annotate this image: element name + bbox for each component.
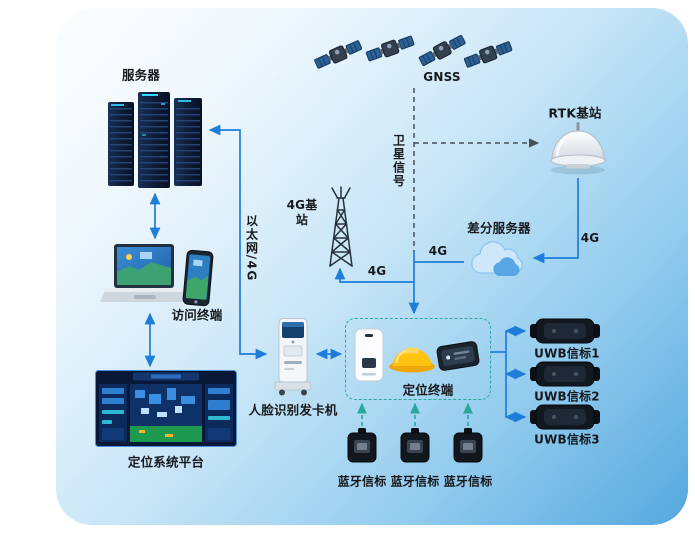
diff-server-label: 差分服务器 [467,220,531,236]
positioning-terminal-label: 定位终端 [402,382,454,398]
uwb-beacon-icon [530,404,600,430]
face-card-machine-label: 人脸识别发卡机 [248,402,338,418]
tower-link-4g-label: 4G [367,264,387,278]
badge-tag-icon [436,340,480,372]
positioning-terminal-group [345,318,491,400]
laptop-icon [100,242,192,310]
tower-4g-label: 4G基站 [286,198,318,227]
ble-beacon-icon [452,428,484,464]
server-icon [106,86,208,190]
ble-beacon-1-label: 蓝牙信标 [337,474,387,489]
server-label: 服务器 [121,67,161,83]
uwb-beacon-1-label: UWB信标1 [534,346,600,361]
ble-beacon-2-label: 蓝牙信标 [390,474,440,489]
uwb-beacon-icon [530,318,600,344]
helmet-icon [388,338,436,374]
rtk-dome-icon [546,118,610,176]
face-kiosk-icon [272,318,314,396]
platform-label: 定位系统平台 [127,454,205,470]
cloud-icon [466,240,528,282]
satellite-icon [365,30,415,65]
ble-beacon-icon [399,428,431,464]
access-terminal-label: 访问终端 [171,307,223,323]
rtk-link-4g-label: 4G [580,231,600,245]
gnss-label: GNSS [423,70,461,84]
cell-tower-icon [318,186,364,268]
satellite-signal-label: 卫星信号 [391,134,406,188]
uwb-beacon-3-label: UWB信标3 [534,432,600,447]
rtk-station-label: RTK基站 [548,105,602,121]
cloud-link-4g-label: 4G [428,244,448,258]
satellite-icon [417,32,467,67]
phone-icon [182,249,215,307]
ble-beacon-3-label: 蓝牙信标 [443,474,493,489]
uwb-beacon-icon [530,361,600,387]
satellite-icon [314,38,362,70]
wall-device-icon [354,328,384,382]
ethernet-4g-label: 以太网/4G [244,214,259,282]
dashboard-icon [95,370,237,447]
ble-beacon-icon [346,428,378,464]
uwb-beacon-2-label: UWB信标2 [534,389,600,404]
satellite-icon [463,37,513,71]
